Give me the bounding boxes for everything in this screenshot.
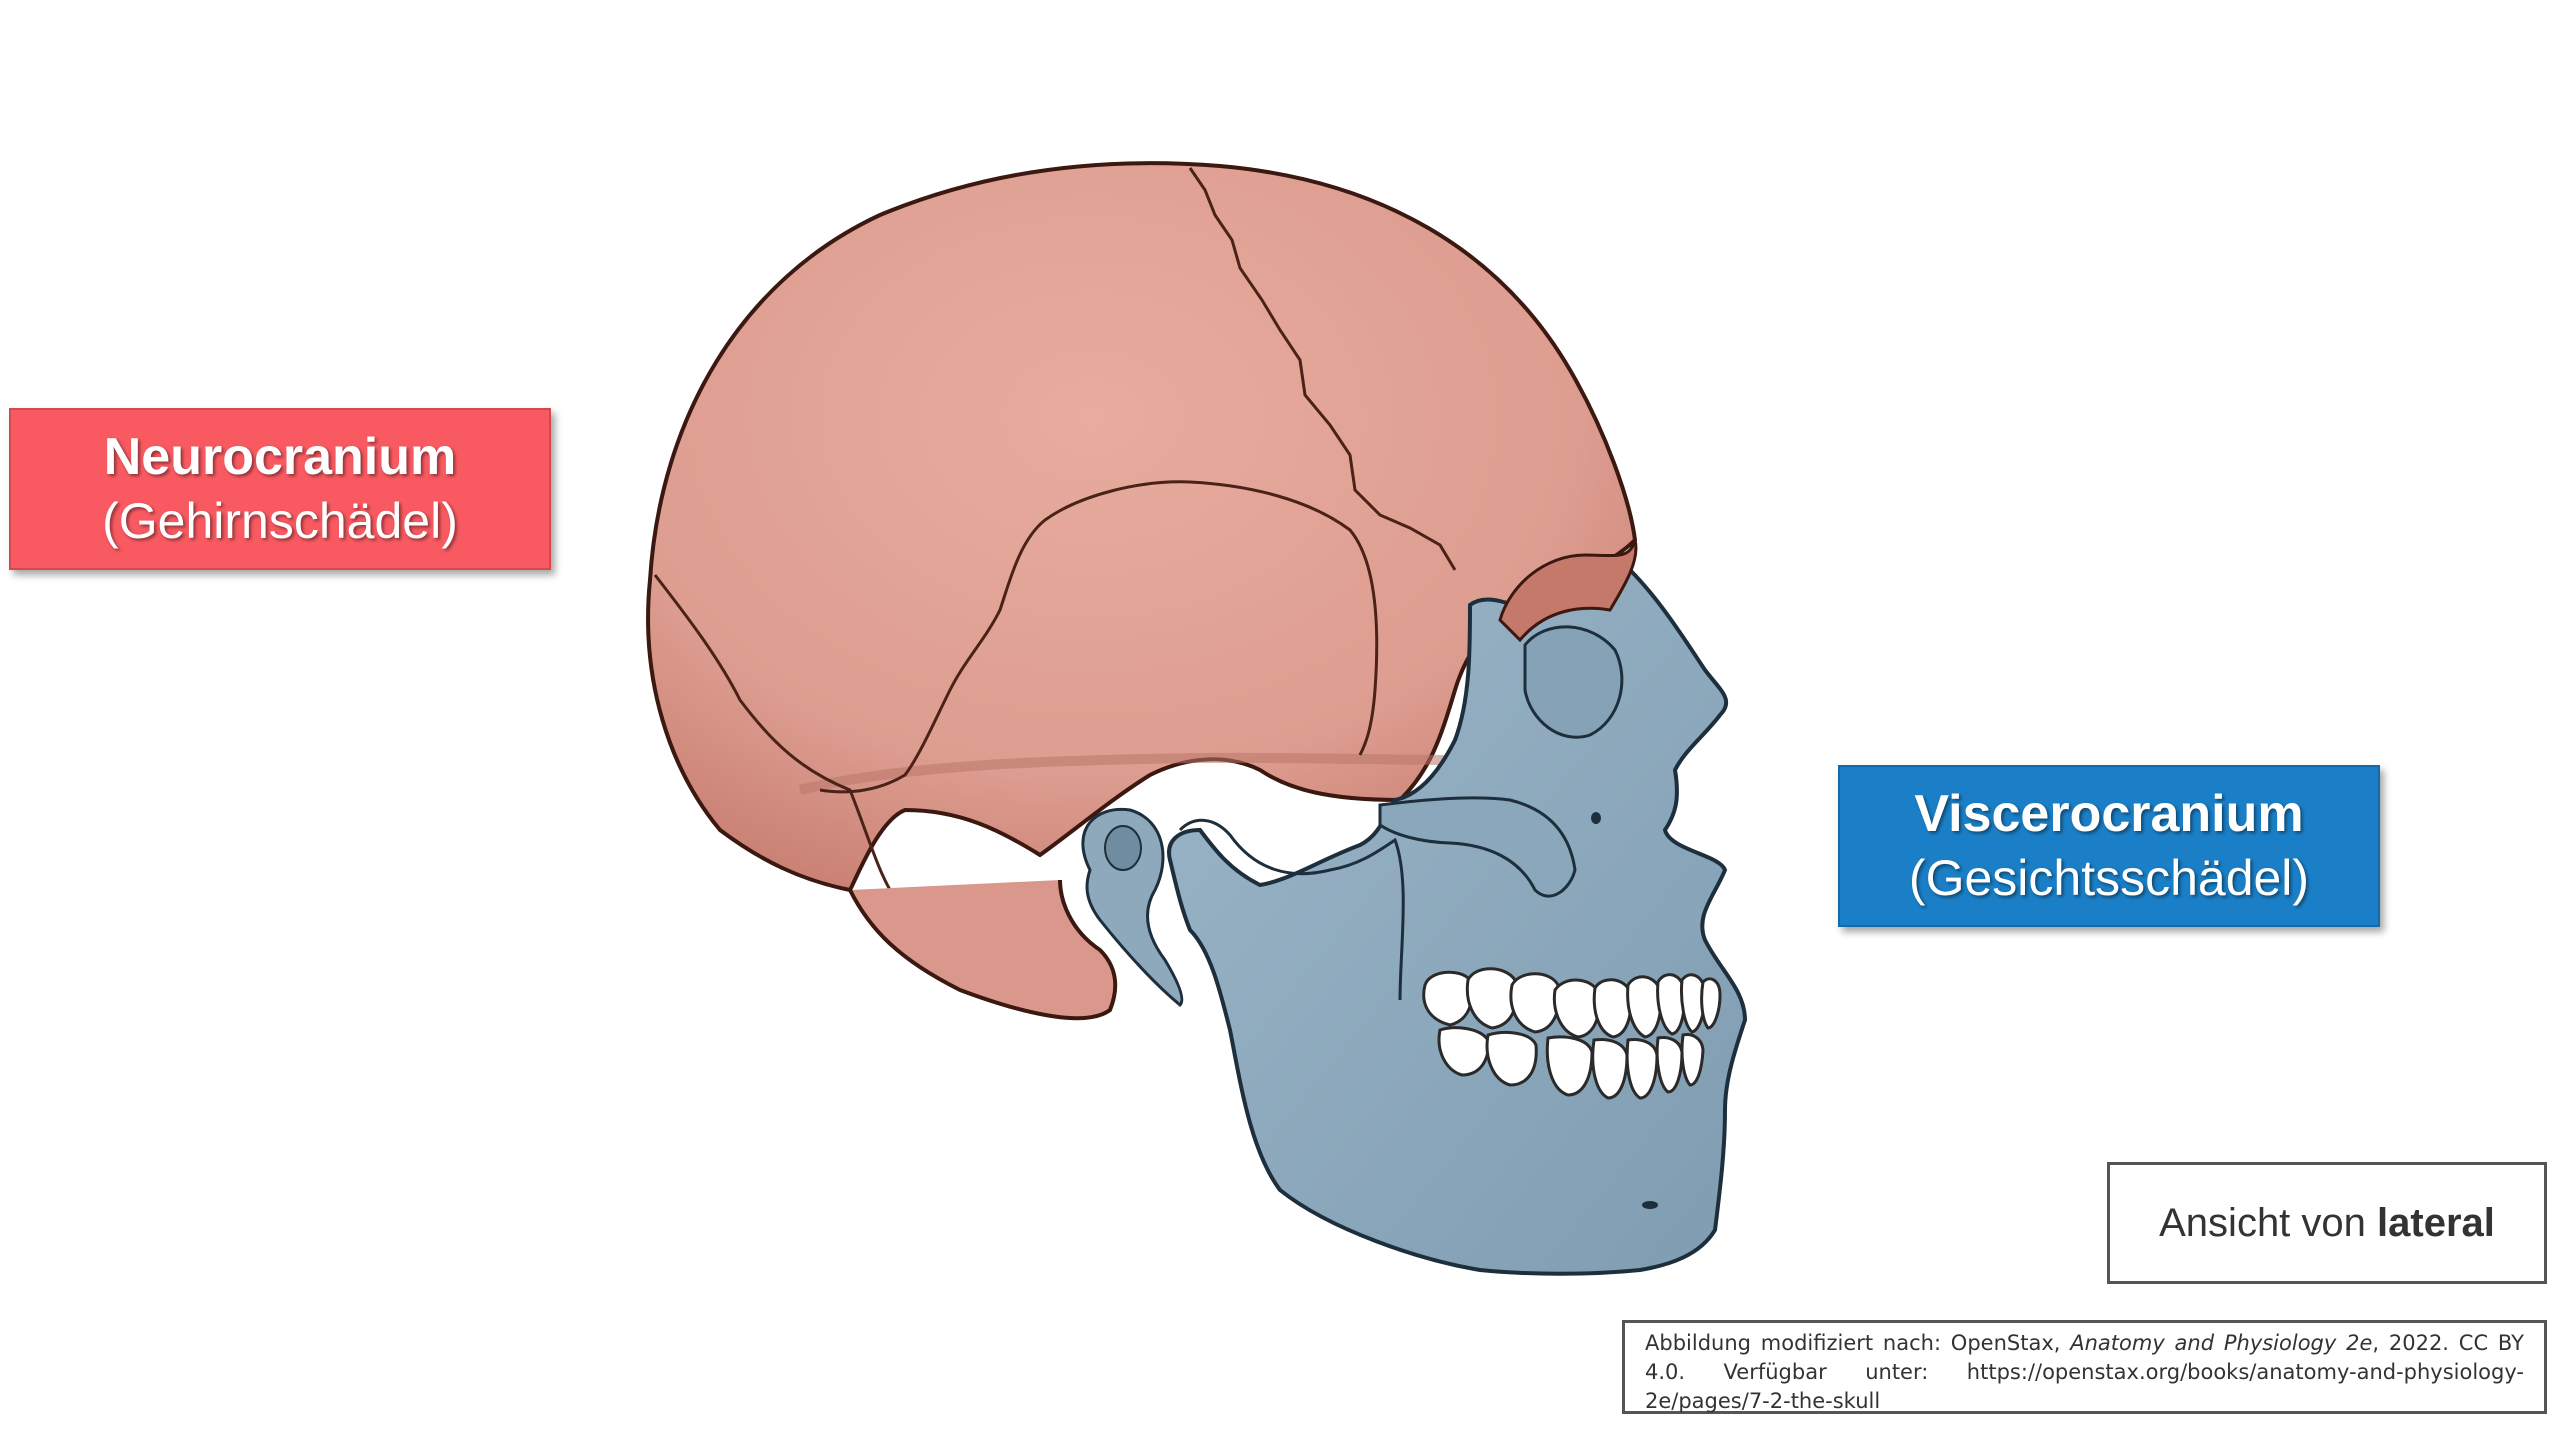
supraorbital-rim: [1498, 539, 1638, 643]
lower-tooth: [1655, 1036, 1684, 1094]
view-emphasis: lateral: [2377, 1200, 2495, 1245]
lambdoid-suture: [653, 574, 902, 906]
zygomatic-ridge: [798, 752, 1451, 795]
lower-tooth: [1485, 1031, 1538, 1087]
lower-tooth: [1545, 1035, 1594, 1097]
lower-teeth: [1437, 1026, 1705, 1100]
viscerocranium-title: Viscerocranium: [1914, 785, 2304, 843]
upper-tooth: [1592, 978, 1633, 1039]
upper-teeth: [1422, 967, 1722, 1039]
lower-tooth: [1591, 1038, 1629, 1100]
mental-foramen: [1642, 1201, 1658, 1209]
credit-part1: Abbildung modifiziert nach: OpenStax,: [1645, 1331, 2071, 1355]
zygomatic-arch: [1378, 796, 1577, 898]
upper-tooth: [1700, 977, 1722, 1030]
ear-opening: [1104, 825, 1142, 871]
view-direction-box: Ansicht von lateral: [2107, 1162, 2547, 1284]
upper-tooth: [1552, 978, 1601, 1039]
mastoid-region: [848, 879, 1118, 1021]
credit-part2: , 2022. CC BY 4.0. Verfügbar unter: http…: [1645, 1331, 2524, 1413]
viscerocranium-label: Viscerocranium (Gesichtsschädel): [1838, 765, 2380, 927]
infraorbital-foramen: [1591, 812, 1601, 824]
mandible-ramus: [1178, 818, 1405, 1001]
lower-tooth: [1680, 1033, 1705, 1087]
attribution-credit: Abbildung modifiziert nach: OpenStax, An…: [1622, 1320, 2547, 1414]
upper-tooth: [1656, 973, 1686, 1036]
upper-tooth: [1680, 973, 1707, 1034]
squamosal-suture: [819, 480, 1379, 794]
neurocranium-title: Neurocranium: [103, 428, 457, 486]
upper-tooth: [1626, 975, 1663, 1039]
view-prefix: Ansicht von: [2159, 1200, 2378, 1245]
neurocranium-subtitle: (Gehirnschädel): [102, 493, 458, 549]
orbit: [1523, 625, 1624, 739]
lower-tooth: [1437, 1026, 1490, 1077]
viscerocranium-bone: [1167, 567, 1748, 1276]
viscerocranium-subtitle: (Gesichtsschädel): [1908, 850, 2310, 906]
lower-tooth: [1625, 1038, 1659, 1100]
neurocranium-bone: [646, 161, 1638, 893]
credit-book-title: Anatomy and Physiology 2e: [2070, 1331, 2373, 1355]
coronal-suture: [1188, 167, 1457, 571]
neurocranium-label: Neurocranium (Gehirnschädel): [9, 408, 551, 570]
